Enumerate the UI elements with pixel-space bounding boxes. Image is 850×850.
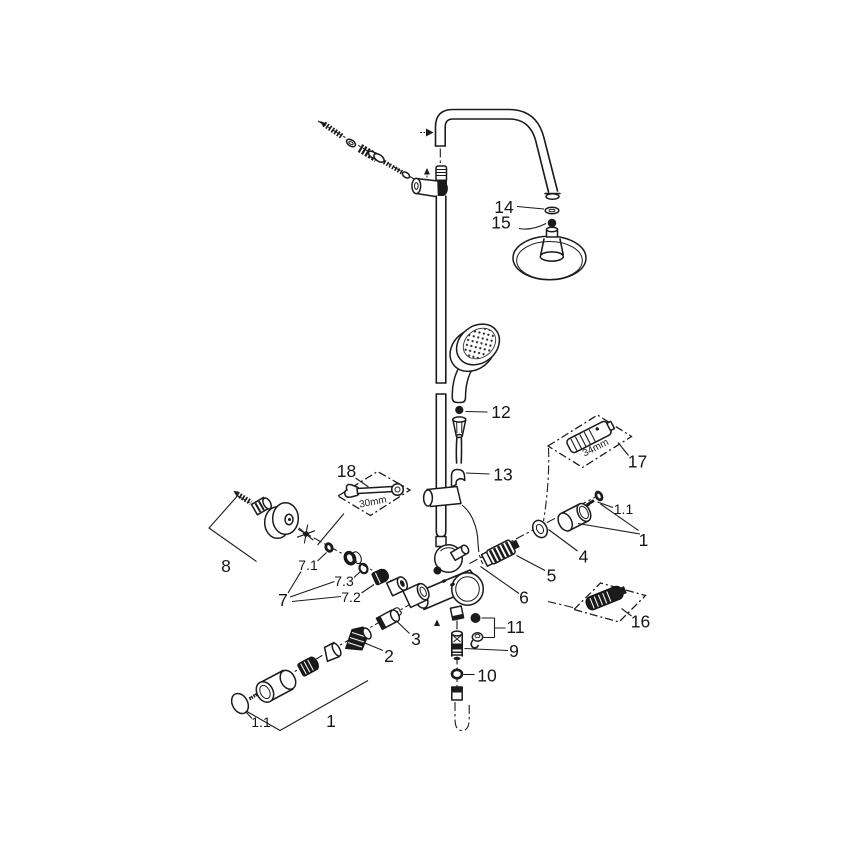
union-nut xyxy=(297,656,319,677)
callout-7-3: 7.3 xyxy=(334,573,354,589)
direction-arrow xyxy=(426,128,434,137)
callout-11: 11 xyxy=(506,617,524,637)
washer-10 xyxy=(450,668,464,680)
callout-1-1-bottom: 1.1 xyxy=(251,714,271,730)
set-screw xyxy=(248,693,258,701)
mixer-body xyxy=(414,535,485,626)
washer-12 xyxy=(455,405,464,415)
wrench-icon xyxy=(344,482,405,498)
callout-15: 15 xyxy=(491,213,510,233)
leader-lines xyxy=(208,205,641,732)
callout-8: 8 xyxy=(221,556,231,576)
callout-18: 18 xyxy=(337,461,356,481)
callout-1-1-right: 1.1 xyxy=(614,501,634,517)
escutcheon-sleeve xyxy=(255,669,297,703)
spout xyxy=(450,572,485,606)
union-set-bottom xyxy=(230,607,402,715)
callout-labels: 14 15 12 13 17 18 1.1 1 4 5 6 16 11 9 10… xyxy=(221,197,650,731)
callout-7-2: 7.2 xyxy=(341,589,361,605)
cover-cap xyxy=(230,692,250,715)
o-ring-7-1 xyxy=(324,542,334,553)
thermostat-cartridge-5 xyxy=(480,539,520,567)
callout-2: 2 xyxy=(384,646,394,666)
fixing-screw xyxy=(382,160,405,175)
callout-16: 16 xyxy=(631,612,650,632)
handle xyxy=(451,361,475,404)
callout-5: 5 xyxy=(547,566,557,586)
tool-box-18: 30mm xyxy=(336,470,412,517)
direction-arrow xyxy=(424,168,430,175)
hose-end xyxy=(455,437,463,464)
callout-4: 4 xyxy=(579,547,589,567)
sleeve xyxy=(402,582,430,609)
spare-box-16 xyxy=(572,582,647,623)
callout-17: 17 xyxy=(628,452,647,472)
shower-rail xyxy=(435,195,447,538)
spray-face xyxy=(462,327,497,360)
callout-10: 10 xyxy=(477,666,497,686)
washer-4 xyxy=(531,519,549,539)
callout-14: 14 xyxy=(494,197,514,217)
diverter-parts-11 xyxy=(470,613,484,649)
filter-ball-15 xyxy=(547,218,557,228)
o-ring-right xyxy=(594,490,604,502)
callout-1-right: 1 xyxy=(639,530,649,550)
dimension-30mm: 30mm xyxy=(358,494,387,510)
cap-nut xyxy=(385,576,409,597)
shower-arm xyxy=(420,108,561,201)
glide-bracket xyxy=(422,468,484,565)
handle-set-8 xyxy=(233,491,300,540)
compression-valve-2 xyxy=(345,626,372,651)
callout-3: 3 xyxy=(411,629,421,649)
cone-seal xyxy=(323,641,342,663)
cartridge-parts-7 xyxy=(296,524,430,609)
hook-clip xyxy=(392,607,402,617)
o-ring-7-3 xyxy=(358,562,369,575)
insert-7-2 xyxy=(371,568,389,586)
set-screw-right xyxy=(586,499,595,507)
hand-shower xyxy=(449,323,501,464)
connector-3 xyxy=(375,609,401,631)
washer xyxy=(345,138,357,148)
clamp-hook xyxy=(450,468,466,488)
washer-14 xyxy=(544,206,560,215)
callout-7: 7 xyxy=(278,590,288,610)
callout-6: 6 xyxy=(519,588,529,608)
callout-13: 13 xyxy=(493,465,512,485)
hose-connector xyxy=(451,686,470,732)
callout-7-1: 7.1 xyxy=(298,557,318,573)
spare-box-17: 34mm xyxy=(546,414,633,469)
spline-star xyxy=(296,524,316,544)
wall-bracket xyxy=(411,177,448,198)
callout-12: 12 xyxy=(491,402,510,422)
head-shower xyxy=(512,206,587,281)
wall-fastener-set xyxy=(320,121,411,179)
callout-1-bottom: 1 xyxy=(326,711,336,731)
check-valve-9 xyxy=(451,630,463,661)
callout-9: 9 xyxy=(509,641,519,661)
